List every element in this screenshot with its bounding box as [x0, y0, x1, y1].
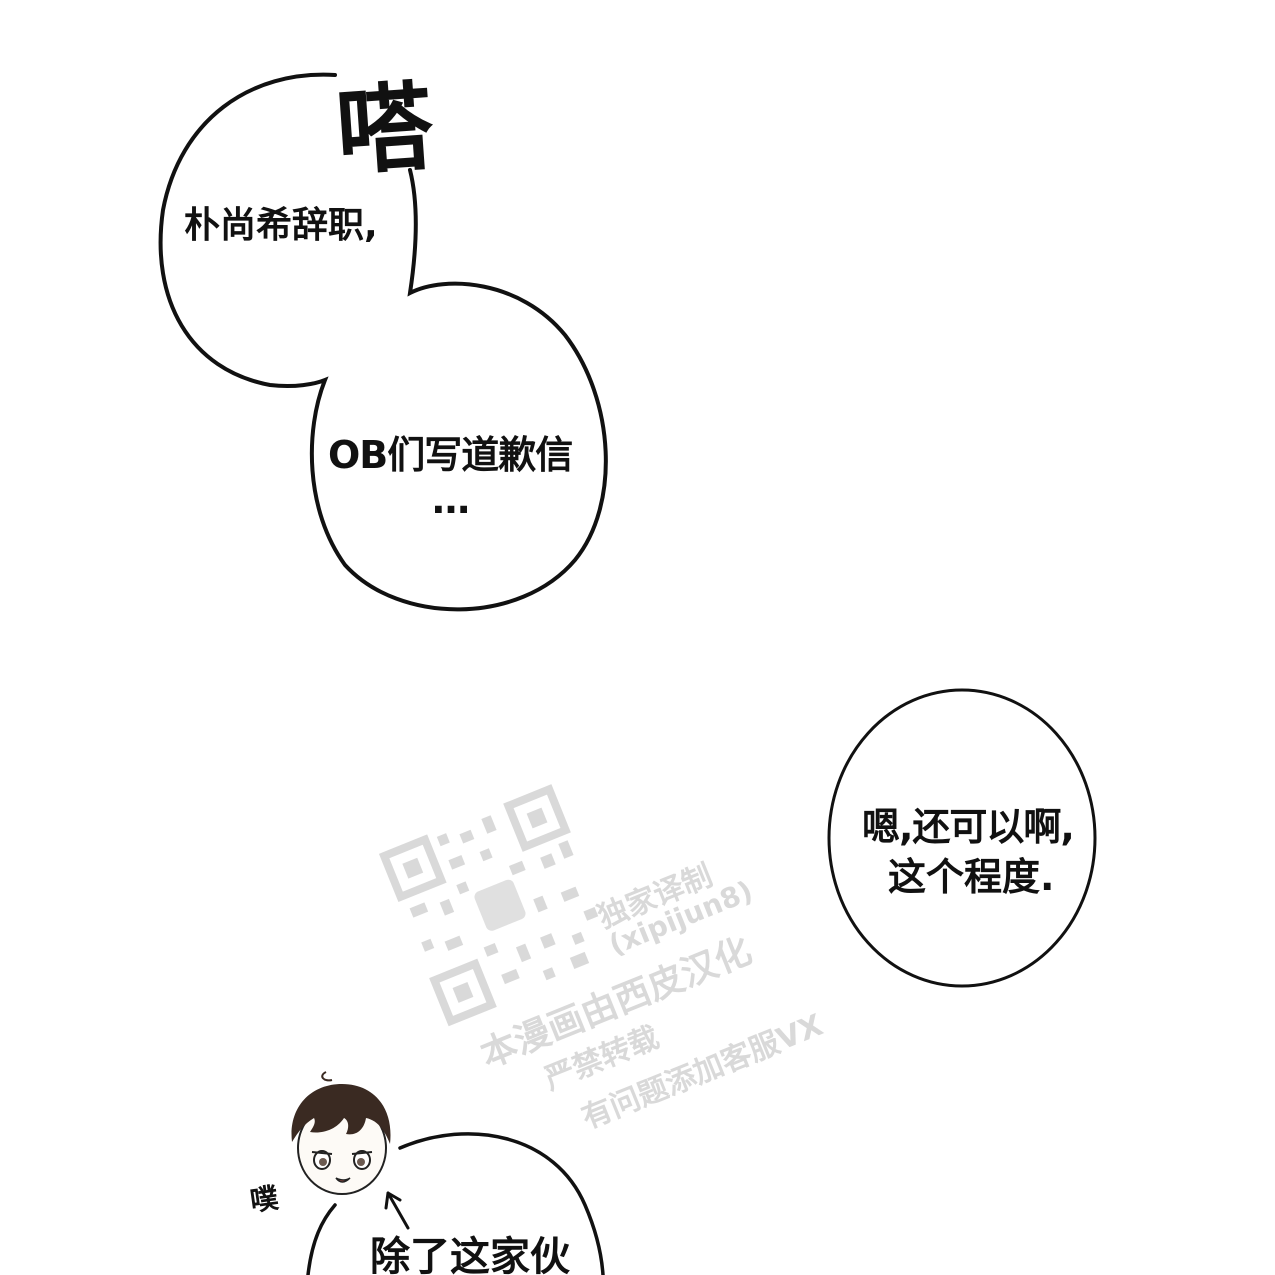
sound-effect-small: 噗 — [248, 1181, 281, 1218]
dialogue-bubble-4: 除了这家伙 — [370, 1234, 570, 1275]
chibi-character-avatar — [291, 1071, 391, 1195]
qr-code-icon — [378, 784, 599, 1027]
speech-bubble-3 — [827, 688, 1097, 988]
speech-bubble-4 — [306, 1132, 605, 1275]
watermark: 独家译制 (xipijun8) 本漫画由西皮汉化 严禁转载 有问题添加客服VX — [360, 680, 962, 1249]
speech-bubble-1 — [158, 72, 608, 612]
pointer-arrow — [384, 1191, 410, 1230]
dialogue-bubble-3-line-1: 嗯,还可以啊, — [862, 805, 1075, 849]
sound-effect-large: 嗒 — [332, 69, 431, 189]
dialogue-bubble-1: 朴尚希辞职, — [184, 205, 378, 246]
dialogue-bubble-2-line-1: OB们写道歉信 — [328, 433, 573, 477]
dialogue-bubble-2-line-2: … — [432, 478, 470, 522]
dialogue-bubble-3-line-2: 这个程度. — [888, 855, 1055, 899]
